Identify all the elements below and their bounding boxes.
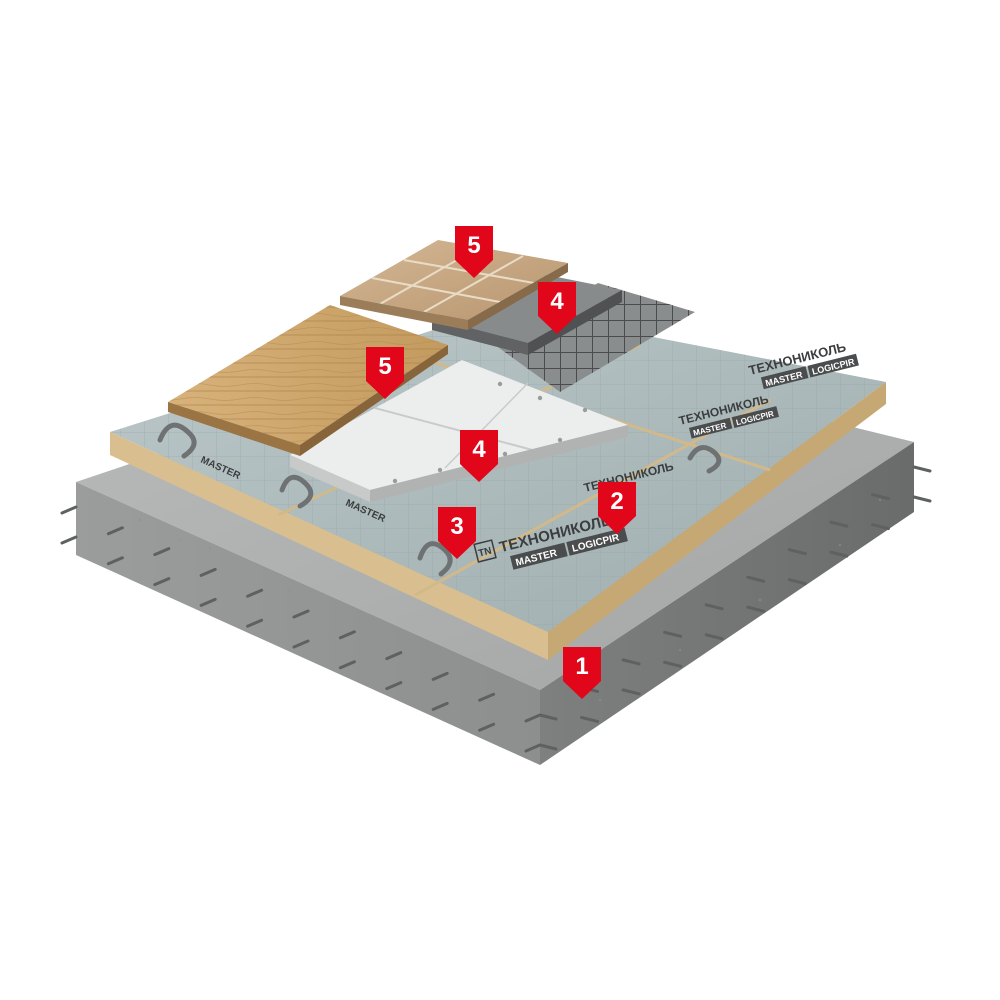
marker-1: 1 — [563, 647, 601, 699]
rebar-end — [431, 671, 449, 681]
mesh-grid — [495, 283, 695, 392]
rebar-end — [292, 639, 310, 649]
rebar-end — [199, 597, 217, 607]
cable-loop — [687, 445, 722, 474]
rebar-end — [746, 605, 766, 613]
fibre-board-seam — [374, 407, 541, 453]
marker-3-label: 3 — [450, 513, 463, 540]
rebar-end — [663, 660, 683, 668]
rebar-end — [663, 630, 683, 638]
screed-slab-side — [528, 290, 622, 355]
marker-2: 2 — [598, 482, 636, 534]
rebar-end — [338, 630, 356, 640]
rebar-end — [60, 535, 78, 545]
gypsum-fibre-boards — [290, 360, 628, 502]
rebar-end — [385, 651, 403, 661]
stone-tiles-front — [340, 296, 468, 330]
rebar-end — [746, 575, 766, 583]
rebar-end — [153, 577, 171, 587]
rebar-end — [538, 743, 558, 751]
marker-5-upper-label: 5 — [467, 232, 480, 259]
rebar-end — [478, 692, 496, 702]
stone-tiles — [340, 240, 568, 330]
fibre-board-side — [370, 425, 628, 502]
rebar-end — [829, 520, 849, 528]
rebar-end — [478, 722, 496, 732]
fibre-board-seam — [444, 382, 529, 469]
rebar-end — [60, 505, 78, 515]
cable-loop — [417, 541, 453, 577]
brand-logo-glyph: TN — [477, 546, 493, 560]
screed-with-mesh — [432, 270, 695, 392]
rebar-end — [385, 681, 403, 691]
stone-tiles-side — [468, 263, 568, 330]
marker-4-upper-label: 4 — [550, 288, 564, 315]
rebar-end — [870, 493, 890, 501]
fibre-board-front — [290, 455, 370, 502]
marker-4-lower-label: 4 — [472, 436, 486, 463]
marker-5-upper: 5 — [455, 226, 493, 278]
concrete-slab-right-face — [540, 442, 914, 765]
rebar-end — [106, 526, 124, 536]
insulation-left-edge — [110, 432, 548, 660]
rebar-end — [912, 495, 932, 503]
concrete-slab-left-face — [76, 482, 540, 765]
rebar-end — [704, 603, 724, 611]
wood-parquet-side — [300, 345, 448, 456]
rebar-end — [787, 548, 807, 556]
rebar-end — [538, 713, 558, 721]
wood-grain — [168, 305, 448, 445]
rebar-ends — [60, 465, 932, 753]
marker-5-lower-label: 5 — [378, 353, 391, 380]
cable-loop — [279, 474, 314, 509]
rebar-end — [431, 701, 449, 711]
fibre-board-screws — [392, 381, 588, 484]
marker-2-label: 2 — [610, 488, 623, 515]
rebar-end — [106, 556, 124, 566]
rebar-end — [246, 588, 264, 598]
rebar-end — [870, 523, 890, 531]
rebar-end — [829, 550, 849, 558]
rebar-end — [704, 633, 724, 641]
marker-5-lower: 5 — [366, 347, 404, 399]
rebar-end — [621, 688, 641, 696]
rebar-end — [621, 658, 641, 666]
layer-markers: 5 4 5 4 2 3 1 — [366, 226, 636, 699]
rebar-end — [199, 567, 217, 577]
rebar-end — [524, 743, 542, 753]
rebar-end — [524, 713, 542, 723]
insulation-right-edge — [548, 382, 886, 660]
rebar-end — [580, 715, 600, 723]
rebar-end — [292, 609, 310, 619]
marker-4-upper: 4 — [538, 282, 576, 334]
rebar-end — [246, 618, 264, 628]
marker-3: 3 — [438, 507, 476, 559]
marker-4-lower: 4 — [460, 430, 498, 482]
heating-cable-loops — [157, 422, 722, 577]
rebar-end — [912, 465, 932, 473]
stone-tiles-top — [340, 240, 568, 320]
cable-loop — [157, 422, 197, 459]
concrete-texture — [138, 498, 882, 702]
wood-parquet-front — [168, 402, 300, 456]
rebar-end — [787, 578, 807, 586]
rebar-end — [153, 547, 171, 557]
rebar-end — [338, 660, 356, 670]
marker-1-label: 1 — [575, 653, 588, 680]
wood-parquet — [168, 305, 448, 456]
fibre-board-top — [290, 360, 628, 490]
